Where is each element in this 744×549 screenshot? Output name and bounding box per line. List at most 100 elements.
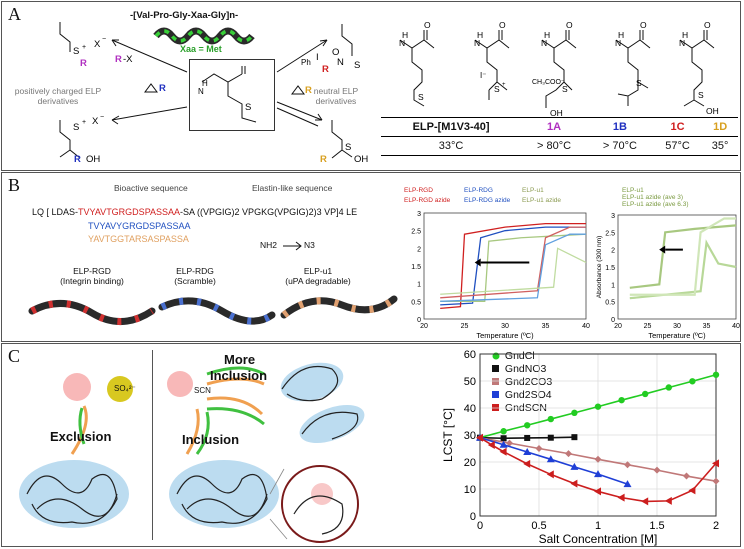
panel-c-label: C — [8, 346, 21, 366]
data-point — [594, 403, 602, 410]
data-point — [499, 440, 508, 448]
svg-text:R: R — [305, 85, 312, 96]
sequence-line-2: TVYAVYGRGDSPASSAA — [88, 221, 191, 231]
svg-text:S: S — [345, 142, 351, 153]
table-header-elp: ELP-[M1V3-40] — [381, 117, 522, 137]
x-tick-label: 0 — [477, 520, 483, 532]
seq-prefix: LQ [ LDAS- — [32, 207, 79, 217]
svg-text:X: X — [94, 39, 101, 50]
x-tick-label: 25 — [461, 323, 469, 330]
svg-text:R: R — [74, 154, 81, 165]
y-tick-label: 0 — [470, 511, 476, 523]
svg-text:O: O — [704, 20, 711, 30]
data-point — [594, 470, 602, 478]
svg-text:+: + — [82, 44, 86, 51]
svg-text:S: S — [73, 122, 79, 133]
legend-label: GndNO3 — [502, 363, 547, 375]
elp-chains-graphic — [28, 295, 398, 325]
x-tick-label: 30 — [673, 323, 681, 330]
x-tick-label: 25 — [644, 323, 652, 330]
legend-entry: GndNO3 — [490, 363, 546, 375]
svg-text:H: H — [544, 30, 550, 40]
x-tick-label: 1 — [595, 520, 601, 532]
positive-derivatives-label: positively charged ELP derivatives — [14, 86, 102, 106]
svg-text:S: S — [636, 78, 642, 88]
svg-text:OH: OH — [550, 108, 563, 118]
inclusion-label: Inclusion — [182, 432, 240, 447]
data-point — [506, 439, 513, 447]
series-rgd — [440, 222, 586, 310]
svg-text:OH: OH — [706, 106, 719, 116]
nh2-label: NH2 — [260, 240, 278, 250]
data-point — [712, 477, 720, 485]
svg-text:H: H — [682, 30, 688, 40]
series-rgd-azide — [440, 226, 586, 299]
svg-text:R: R — [115, 54, 122, 65]
data-point — [500, 428, 507, 435]
x-tick-label: 2 — [713, 520, 719, 532]
svg-text:+: + — [502, 82, 506, 88]
data-point — [641, 497, 649, 506]
table-header-1d: 1D — [702, 117, 738, 137]
legend-entry: Gnd2CO3 — [490, 376, 552, 388]
y-tick-label: 3 — [417, 211, 421, 218]
y-tick-label: 10 — [464, 484, 476, 496]
chain-label-u1: ELP-u1(uPA degradable) — [285, 266, 351, 286]
y-tick-label: 2.5 — [411, 229, 421, 236]
x-tick-label: 1.5 — [649, 520, 664, 532]
y-tick-label: 0.5 — [411, 299, 421, 306]
y-tick-label: 1.5 — [411, 264, 421, 271]
svg-text:N: N — [615, 38, 621, 48]
y-tick-label: 2 — [611, 248, 615, 255]
arrow-icon — [283, 241, 302, 251]
arrow-head — [659, 245, 666, 254]
svg-text:OH: OH — [86, 154, 100, 165]
data-point — [523, 459, 531, 468]
data-point — [665, 384, 672, 391]
sequence-line-1: LQ [ LDAS-TVYAVTGRGDSPASSAA-SA ((VPGIG)2… — [32, 207, 357, 217]
table-cell: 57°C — [652, 136, 703, 156]
chain-label-rdg: ELP-RDG(Scramble) — [174, 266, 216, 286]
x-tick-label: 40 — [582, 323, 590, 330]
data-point — [524, 434, 531, 441]
svg-text:I⁻: I⁻ — [480, 71, 486, 80]
scn-label: SCN — [194, 386, 211, 395]
y-tick-label: 40 — [464, 403, 476, 415]
x-axis-label: Temperature (ºC) — [648, 331, 706, 340]
data-point — [594, 487, 601, 496]
data-point — [535, 445, 543, 452]
panel-a-label: A — [8, 4, 21, 24]
data-point — [476, 433, 483, 442]
svg-text:N: N — [198, 87, 204, 96]
svg-text:Ph: Ph — [301, 58, 311, 67]
data-point — [565, 450, 572, 458]
x-tick-label: 35 — [703, 323, 711, 330]
svg-text:H: H — [618, 30, 624, 40]
table-cell: 35° — [702, 136, 738, 156]
svg-text:O: O — [640, 20, 647, 30]
data-point — [689, 378, 696, 385]
data-point — [617, 493, 625, 502]
svg-text:−: − — [100, 114, 104, 121]
svg-text:O: O — [332, 47, 339, 58]
table-header-1c: 1C — [652, 117, 703, 137]
elp-chain-graphic — [153, 27, 255, 45]
svg-text:S: S — [418, 92, 424, 102]
data-point — [571, 434, 578, 441]
svg-text:O: O — [499, 20, 506, 30]
data-point — [594, 455, 602, 463]
svg-text:X: X — [92, 116, 99, 127]
more-label: More — [224, 352, 256, 367]
svg-text:R: R — [159, 83, 166, 94]
panel-a: A -[Val-Pro-Gly-Xaa-Gly]n- Xaa = Met — [1, 1, 741, 171]
data-point — [712, 459, 719, 468]
x-axis-label: Temperature (ºC) — [476, 331, 534, 340]
svg-text:S: S — [494, 84, 500, 94]
legend-label: Gnd2SO4 — [502, 389, 552, 401]
svg-text:−: − — [102, 36, 106, 43]
more-inclusion-label: Inclusion — [210, 368, 268, 383]
svg-text:S: S — [354, 60, 360, 71]
table-header-1b: 1B — [587, 117, 653, 137]
svg-text:OH: OH — [354, 154, 368, 165]
